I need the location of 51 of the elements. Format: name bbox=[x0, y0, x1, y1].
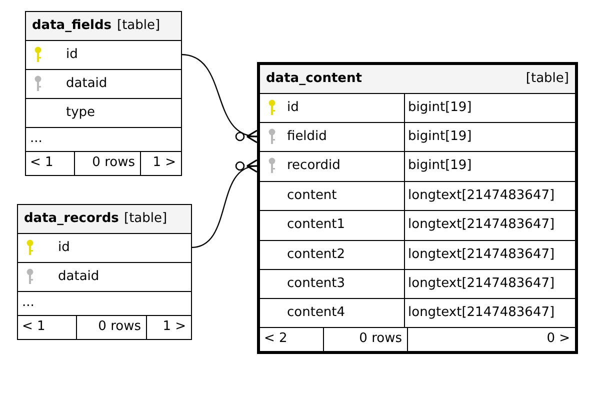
prev-page-link: < 1 bbox=[26, 151, 74, 175]
column-name: content4 bbox=[287, 305, 346, 320]
table-type-label: [table] bbox=[117, 18, 160, 33]
table-row bbox=[260, 210, 575, 240]
column-name: content bbox=[287, 188, 337, 203]
prev-page-link: < 2 bbox=[260, 327, 323, 351]
relationship-line bbox=[190, 159, 259, 248]
database-table bbox=[25, 11, 182, 176]
column-name: content2 bbox=[287, 247, 346, 262]
more-rows-row: ... bbox=[26, 127, 181, 151]
relationship-line bbox=[180, 54, 259, 144]
table-type-label: [table] bbox=[526, 71, 569, 86]
database-table bbox=[17, 204, 192, 340]
column-name: dataid bbox=[66, 76, 108, 91]
table-row bbox=[260, 240, 575, 269]
column-name: id bbox=[58, 240, 70, 255]
database-table bbox=[257, 62, 578, 354]
table-row bbox=[260, 269, 575, 298]
column-type: longtext[2147483647] bbox=[408, 305, 555, 320]
column-type: longtext[2147483647] bbox=[408, 217, 555, 232]
table-name: data_records bbox=[24, 211, 119, 226]
table-name: data_content bbox=[266, 71, 362, 86]
table-row bbox=[260, 151, 575, 181]
column-name: content1 bbox=[287, 217, 346, 232]
column-name: recordid bbox=[287, 158, 340, 173]
column-type: longtext[2147483647] bbox=[408, 247, 555, 262]
column-name: type bbox=[66, 105, 96, 120]
row-count: 0 rows bbox=[323, 327, 407, 351]
row-count: 0 rows bbox=[76, 315, 146, 339]
table-row bbox=[260, 122, 575, 151]
table-row bbox=[260, 93, 575, 122]
prev-page-link: < 1 bbox=[18, 315, 76, 339]
next-page-link: 1 > bbox=[140, 151, 181, 175]
table-row bbox=[260, 298, 575, 327]
column-name: id bbox=[66, 47, 78, 62]
column-type: longtext[2147483647] bbox=[408, 188, 555, 203]
column-type: bigint[19] bbox=[408, 100, 472, 115]
row-count: 0 rows bbox=[74, 151, 140, 175]
table-row bbox=[260, 181, 575, 210]
column-name: dataid bbox=[58, 269, 100, 284]
next-page-link: 1 > bbox=[146, 315, 191, 339]
column-name: id bbox=[287, 100, 299, 115]
column-type: longtext[2147483647] bbox=[408, 276, 555, 291]
column-type: bigint[19] bbox=[408, 158, 472, 173]
next-page-link: 0 > bbox=[407, 327, 575, 351]
more-rows-row: ... bbox=[18, 291, 191, 315]
column-name: content3 bbox=[287, 276, 346, 291]
table-name: data_fields bbox=[32, 18, 112, 33]
column-name: fieldid bbox=[287, 129, 327, 144]
table-type-label: [table] bbox=[124, 211, 168, 226]
column-type: bigint[19] bbox=[408, 129, 472, 144]
